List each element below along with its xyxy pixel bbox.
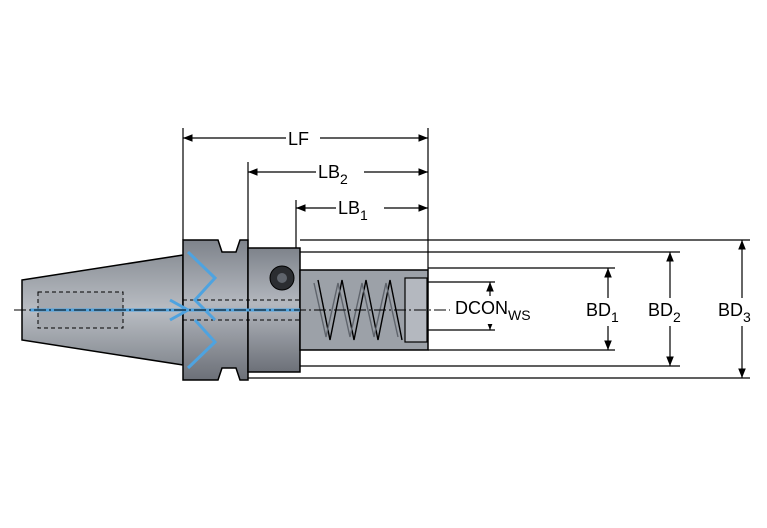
bd3-label: BD3	[718, 300, 751, 325]
dcon-label: DCONWS	[455, 298, 531, 323]
lf-label: LF	[288, 129, 309, 149]
bd1-label: BD1	[586, 300, 619, 325]
screw-socket	[277, 273, 287, 283]
extension-lines	[182, 128, 750, 379]
lb1-label: LB1	[338, 198, 368, 223]
lb2-label: LB2	[318, 162, 348, 187]
dimension-labels: LF LB2 LB1 DCONWS BD1 BD2 BD3	[286, 128, 764, 326]
bd2-label: BD2	[648, 300, 681, 325]
holder-body	[14, 239, 450, 381]
